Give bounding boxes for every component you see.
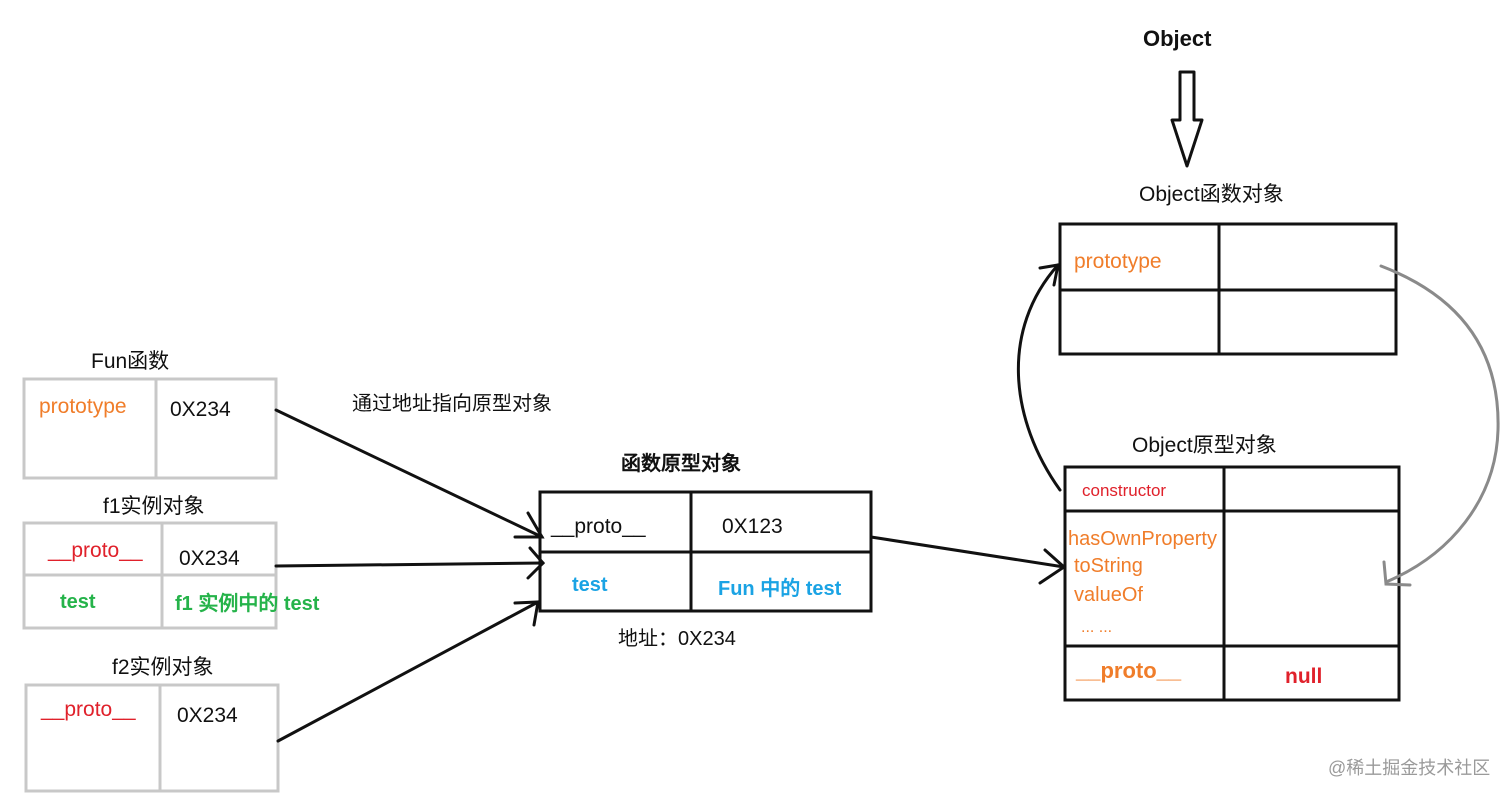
object-prototype-proto-label: __proto__ [1076,658,1182,683]
f2-instance-box [24,683,280,793]
f1-test-value: f1 实例中的 test [175,593,320,615]
object-function-prototype-label: prototype [1074,250,1162,273]
f1-proto-label: __proto__ [48,539,143,562]
function-prototype-address: 地址：0X234 [618,628,736,650]
f1-instance-box [22,521,278,630]
watermark: @稀土掘金技术社区 [1328,758,1491,778]
prototype-curve-arrow [1379,264,1500,587]
function-prototype-proto-label: __proto__ [551,515,646,538]
f1-proto-value: 0X234 [179,547,240,570]
object-function-title: Object函数对象 [1139,183,1284,206]
object-prototype-box [1063,465,1401,702]
object-label: Object [1143,26,1212,51]
fun-prototype-label: prototype [39,395,127,418]
fun-function-title: Fun函数 [91,350,170,373]
fun-function-box [22,377,278,480]
object-prototype-method: toString [1074,555,1143,577]
pointer-arrows [274,263,1067,743]
f1-test-label: test [60,591,96,613]
object-prototype-method: hasOwnProperty [1068,528,1217,550]
function-prototype-test-value: Fun 中的 test [718,578,842,600]
f2-instance-title: f2实例对象 [112,656,214,679]
object-prototype-title: Object原型对象 [1132,434,1277,457]
function-prototype-proto-value: 0X123 [722,515,783,538]
object-prototype-method: valueOf [1074,584,1143,606]
f1-instance-title: f1实例对象 [103,495,205,518]
f2-proto-value: 0X234 [177,704,238,727]
object-function-box [1058,222,1398,356]
function-prototype-box [538,490,873,613]
function-prototype-test-label: test [572,574,608,596]
fun-prototype-value: 0X234 [170,398,231,421]
function-prototype-title: 函数原型对象 [621,453,741,475]
object-prototype-constructor: constructor [1082,481,1167,500]
object-prototype-proto-value: null [1285,665,1323,688]
object-down-arrow [1170,70,1204,168]
object-prototype-method: ... ... [1081,619,1113,636]
f2-proto-label: __proto__ [41,698,136,721]
arrow-note: 通过地址指向原型对象 [352,393,552,415]
